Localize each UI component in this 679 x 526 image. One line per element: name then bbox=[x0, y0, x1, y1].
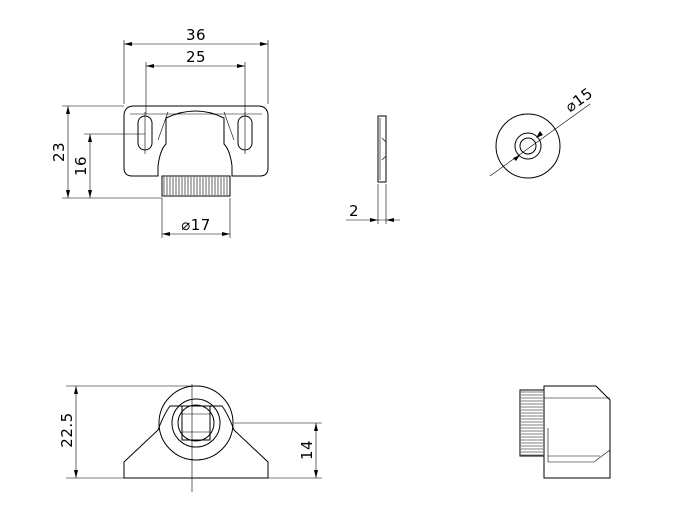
front-dimensions: 36 25 23 16 ⌀17 bbox=[50, 26, 269, 238]
dim-side-thickness: 2 bbox=[349, 202, 359, 220]
dim-front-knob-diameter: ⌀17 bbox=[181, 216, 211, 234]
knurled-knob bbox=[161, 175, 231, 197]
washer-outer bbox=[495, 113, 561, 179]
side-view: 2 bbox=[346, 115, 400, 224]
right-side-view bbox=[519, 385, 611, 479]
front-view bbox=[123, 105, 269, 197]
washer-view: ⌀15 bbox=[489, 84, 597, 179]
dim-bottom-height: 22.5 bbox=[58, 412, 76, 447]
dim-front-slot-height: 16 bbox=[72, 156, 90, 176]
dim-front-width: 36 bbox=[186, 26, 206, 44]
knob-outer bbox=[158, 385, 234, 461]
knurled-knob-side bbox=[519, 389, 545, 457]
dim-washer-diameter: ⌀15 bbox=[562, 84, 597, 116]
bottom-view bbox=[123, 384, 269, 492]
dim-front-slot-spacing: 25 bbox=[186, 48, 206, 66]
dim-bottom-center-height: 14 bbox=[298, 440, 316, 460]
bottom-dimensions: 22.5 14 bbox=[58, 385, 322, 479]
dim-front-height: 23 bbox=[50, 142, 68, 162]
